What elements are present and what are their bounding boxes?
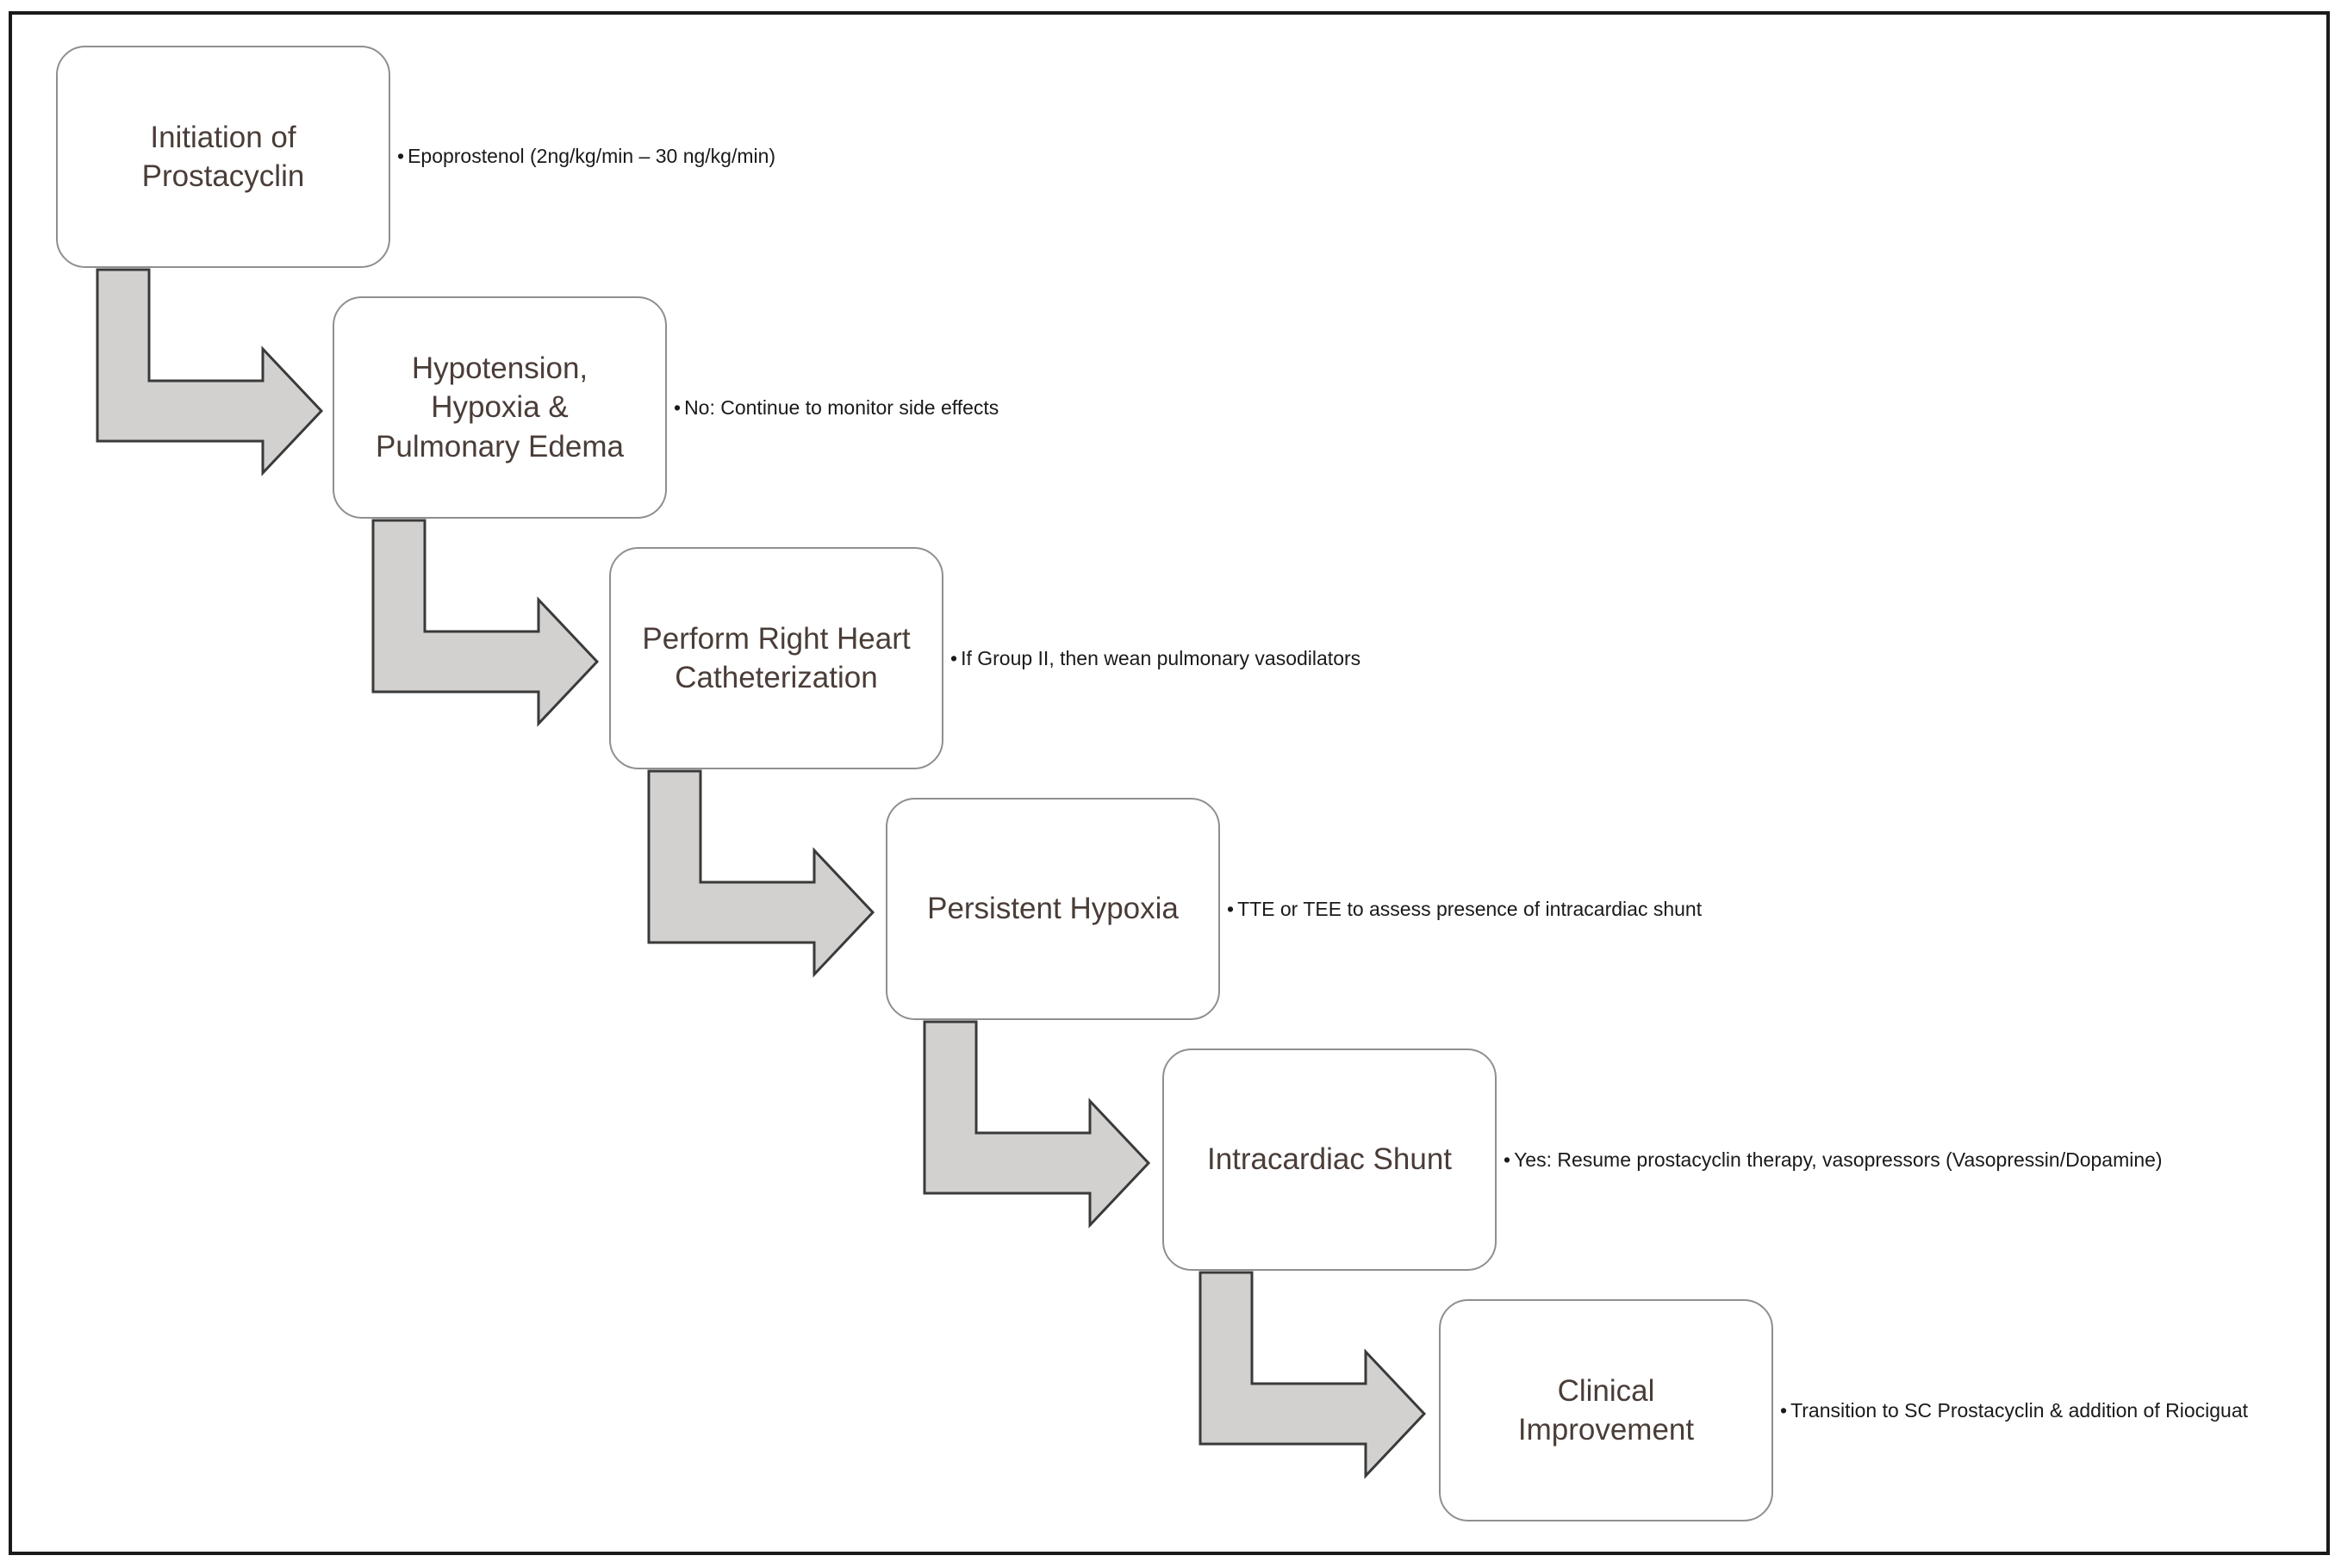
bullet-icon: • (1227, 898, 1235, 920)
diagram-frame (9, 11, 2330, 1555)
step-label: Persistent Hypoxia (927, 892, 1179, 926)
step-note-wean-vasodilators: •If Group II, then wean pulmonary vasodi… (950, 649, 1360, 669)
bullet-icon: • (950, 647, 958, 669)
elbow-arrow-2 (371, 519, 600, 727)
step-box-clinical-improvement: Clinical Improvement (1439, 1299, 1773, 1521)
bullet-icon: • (397, 145, 405, 167)
step-label: Perform Right Heart Catheterization (642, 621, 911, 695)
step-label: Intracardiac Shunt (1206, 1142, 1453, 1177)
step-box-right-heart-catheterization: Perform Right Heart Catheterization (609, 547, 943, 769)
step-note-text: Transition to SC Prostacyclin & addition… (1790, 1399, 2249, 1422)
bullet-icon: • (674, 396, 682, 419)
elbow-arrow-1 (96, 268, 324, 476)
elbow-arrow-3 (647, 769, 875, 978)
step-note-text: Yes: Resume prostacyclin therapy, vasopr… (1514, 1148, 2163, 1171)
step-note-tte-tee: •TTE or TEE to assess presence of intrac… (1227, 899, 1702, 919)
step-note-text: No: Continue to monitor side effects (684, 396, 999, 419)
step-box-initiation-of-prostacyclin: Initiation of Prostacyclin (56, 46, 390, 268)
step-note-resume-prostacyclin: •Yes: Resume prostacyclin therapy, vasop… (1504, 1150, 2163, 1170)
step-label: Initiation of Prostacyclin (141, 120, 305, 194)
step-note-continue-monitoring: •No: Continue to monitor side effects (674, 398, 999, 418)
step-box-hypotension-hypoxia-pulmonary-edema: Hypotension, Hypoxia & Pulmonary Edema (333, 296, 667, 519)
step-box-persistent-hypoxia: Persistent Hypoxia (886, 798, 1220, 1020)
step-label: Clinical Improvement (1517, 1373, 1695, 1447)
step-note-text: TTE or TEE to assess presence of intraca… (1237, 898, 1703, 920)
step-box-intracardiac-shunt: Intracardiac Shunt (1162, 1048, 1497, 1271)
step-note-text: Epoprostenol (2ng/kg/min – 30 ng/kg/min) (408, 145, 776, 167)
step-note-epoprostenol: •Epoprostenol (2ng/kg/min – 30 ng/kg/min… (397, 146, 775, 166)
step-note-text: If Group II, then wean pulmonary vasodil… (961, 647, 1361, 669)
elbow-arrow-4 (923, 1020, 1151, 1229)
step-label: Hypotension, Hypoxia & Pulmonary Edema (376, 351, 624, 464)
bullet-icon: • (1504, 1148, 1511, 1171)
elbow-arrow-5 (1199, 1271, 1427, 1479)
step-note-transition-sc-prostacyclin: •Transition to SC Prostacyclin & additio… (1780, 1401, 2248, 1421)
bullet-icon: • (1780, 1399, 1788, 1422)
